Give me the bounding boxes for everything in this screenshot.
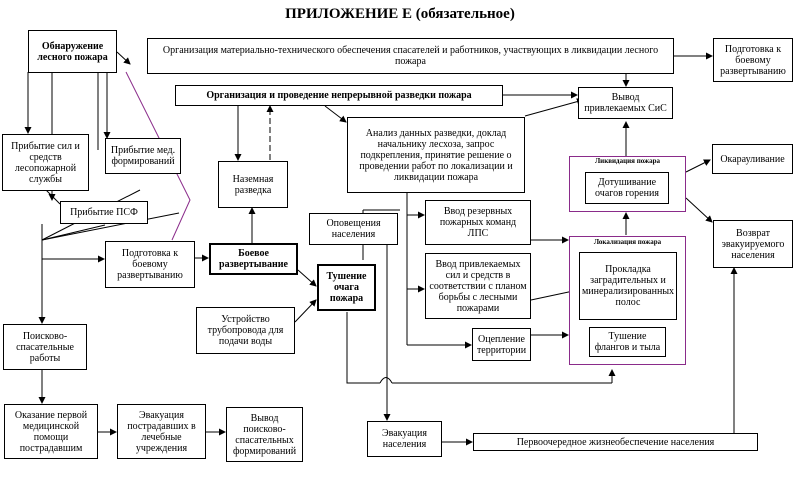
node-withdraw-psf: Вывод поисково-спасательных формирований bbox=[226, 407, 303, 462]
node-strips: Прокладка заградительных и минерализиров… bbox=[579, 252, 677, 320]
node-ground-recon: Наземная разведка bbox=[218, 161, 288, 208]
node-evac-pop: Эвакуация населения bbox=[367, 421, 442, 457]
node-flanks: Тушение флангов и тыла bbox=[589, 327, 666, 357]
node-prep-mid: Подготовка к боевому развертыванию bbox=[105, 241, 195, 288]
node-recon: Организация и проведение непрерывной раз… bbox=[175, 85, 503, 106]
node-pipeline: Устройство трубопровода для подачи воды bbox=[196, 307, 295, 354]
node-extinguish: Тушение очага пожара bbox=[317, 264, 376, 311]
node-deploy: Боевое развертывание bbox=[209, 243, 298, 275]
node-first-aid: Оказание первой медицинской помощи постр… bbox=[4, 404, 98, 459]
tag-localization: Локализация пожара bbox=[593, 238, 662, 246]
node-arrive-forest: Прибытие сил и средств лесопожарной служ… bbox=[2, 134, 89, 191]
node-life-support: Первоочередное жизнеобеспечение населени… bbox=[473, 433, 758, 451]
node-trench: Окарауливание bbox=[712, 144, 793, 174]
node-arrive-psf: Прибытие ПСФ bbox=[60, 201, 148, 224]
page-title: ПРИЛОЖЕНИЕ Е (обязательное) bbox=[285, 6, 515, 22]
node-evac-injured: Эвакуация пострадавших в лечебные учрежд… bbox=[117, 404, 206, 459]
node-org-supply: Организация материально-технического обе… bbox=[147, 38, 674, 74]
node-reserve: Ввод резервных пожарных команд ЛПС bbox=[425, 200, 531, 245]
node-withdraw: Вывод привлекаемых СиС bbox=[578, 87, 673, 119]
node-introduce: Ввод привлекаемых сил и средств в соотве… bbox=[425, 253, 531, 319]
node-liquidation: Дотушивание очагов горения bbox=[585, 172, 669, 204]
node-arrive-med: Прибытие мед. формирований bbox=[105, 138, 181, 174]
node-cordon: Оцепление территории bbox=[472, 328, 531, 361]
node-detect: Обнаружение лесного пожара bbox=[28, 30, 117, 73]
node-return-pop: Возврат эвакуируемого населения bbox=[713, 220, 793, 268]
node-analysis: Анализ данных разведки, доклад начальник… bbox=[347, 117, 525, 193]
node-notify: Оповещения населения bbox=[309, 213, 398, 245]
node-search: Поисково-спасательные работы bbox=[3, 324, 87, 370]
tag-liquidation: Ликвидация пожара bbox=[594, 157, 661, 165]
node-prep-top: Подготовка к боевому развертыванию bbox=[713, 38, 793, 82]
